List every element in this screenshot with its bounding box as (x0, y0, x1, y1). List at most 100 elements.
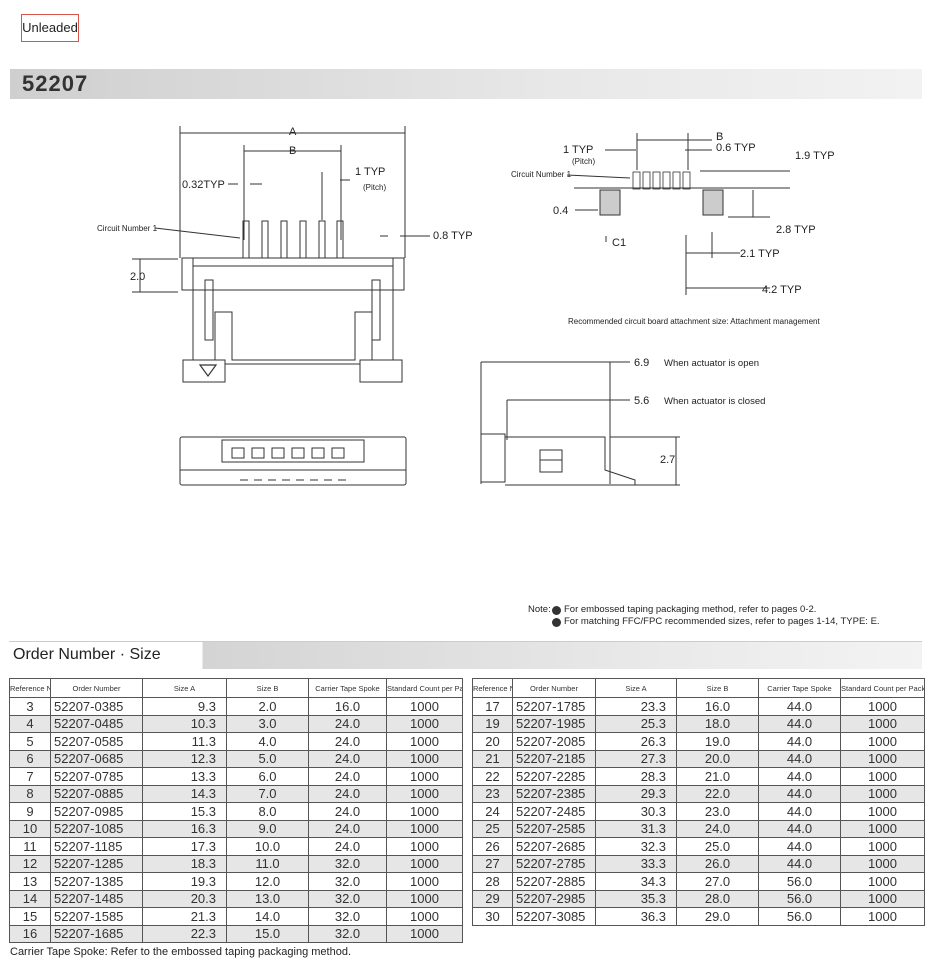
dim-56-label: 5.6 (634, 395, 649, 407)
table-cell: 52207-2285 (512, 767, 596, 786)
table-cell: 44.0 (758, 714, 841, 733)
rp-21-label: 2.1 TYP (740, 248, 780, 260)
table-cell: 3 (9, 697, 51, 716)
table-cell: 9 (9, 802, 51, 821)
table-cell: 52207-0485 (50, 714, 143, 733)
series-title-bar: 52207 (10, 69, 922, 99)
table-cell: 29.0 (676, 907, 759, 926)
table-cell: 11.0 (226, 854, 309, 873)
table-cell: 1000 (840, 732, 925, 751)
table-cell: 9.3 (142, 697, 227, 716)
table-cell: 52207-1185 (50, 837, 143, 856)
table-cell: 44.0 (758, 767, 841, 786)
table-cell: 1000 (386, 767, 463, 786)
table-cell: 1000 (386, 837, 463, 856)
note-item: For matching FFC/FPC recommended sizes, … (564, 616, 880, 627)
table-cell: 22 (472, 767, 513, 786)
rp-1typ-label: 1 TYP (563, 144, 593, 156)
table-cell: 20.3 (142, 889, 227, 908)
table-cell: 32.0 (308, 889, 387, 908)
table-cell: 56.0 (758, 889, 841, 908)
table-cell: 8.0 (226, 802, 309, 821)
table-cell: 17 (472, 697, 513, 716)
column-header: Standard Count per Package (386, 678, 463, 698)
column-header: Size A (142, 678, 227, 698)
table-cell: 12.3 (142, 749, 227, 768)
table-cell: 52207-2885 (512, 872, 596, 891)
dim-27-label: 2.7 (660, 454, 675, 466)
table-cell: 6 (9, 749, 51, 768)
dim-a-label: A (289, 126, 297, 138)
column-header: Reference Number (472, 678, 513, 698)
dim-20-label: 2.0 (130, 271, 145, 283)
table-cell: 15.3 (142, 802, 227, 821)
table-cell: 20.0 (676, 749, 759, 768)
rp-caption: Recommended circuit board attachment siz… (568, 317, 820, 326)
table-cell: 44.0 (758, 749, 841, 768)
side-view-drawing (480, 361, 680, 486)
note-item: For embossed taping packaging method, re… (564, 604, 817, 615)
rp-circuit-number-label: Circuit Number 1 (511, 170, 572, 179)
circuit-number-label: Circuit Number 1 (97, 224, 158, 233)
table-cell: 24.0 (308, 784, 387, 803)
table-cell: 28.0 (676, 889, 759, 908)
table-cell: 1000 (840, 907, 925, 926)
rp-28-label: 2.8 TYP (776, 224, 816, 236)
rp-04-label: 0.4 (553, 205, 568, 217)
table-cell: 32.0 (308, 907, 387, 926)
table-cell: 1000 (386, 924, 463, 943)
column-header: Size B (676, 678, 759, 698)
dim-1typ-label: 1 TYP (355, 166, 385, 178)
table-cell: 21.0 (676, 767, 759, 786)
table-cell: 52207-2185 (512, 749, 596, 768)
table-cell: 1000 (840, 854, 925, 873)
table-cell: 7.0 (226, 784, 309, 803)
section-title: Order Number · Size (13, 646, 161, 663)
table-cell: 6.0 (226, 767, 309, 786)
table-cell: 1000 (840, 784, 925, 803)
table-cell: 56.0 (758, 872, 841, 891)
rp-c1-label: C1 (612, 237, 626, 249)
rp-pitch-label: (Pitch) (572, 157, 595, 166)
table-cell: 52207-2685 (512, 837, 596, 856)
column-header: Standard Count per Package (840, 678, 925, 698)
table-cell: 23.0 (676, 802, 759, 821)
table-cell: 21 (472, 749, 513, 768)
table-cell: 1000 (386, 819, 463, 838)
note-label: Note: (528, 604, 551, 615)
table-cell: 29.3 (595, 784, 677, 803)
table-cell: 52207-1585 (50, 907, 143, 926)
note-block: Note: For embossed taping packaging meth… (528, 604, 880, 628)
column-header: Order Number (512, 678, 596, 698)
table-cell: 29 (472, 889, 513, 908)
technical-drawing: A B 0.32TYP 1 TYP (Pitch) Circuit Number… (97, 126, 835, 486)
table-cell: 18.0 (676, 714, 759, 733)
table-cell: 13.3 (142, 767, 227, 786)
top-view-drawing (132, 126, 430, 383)
dim-b-label: B (289, 145, 296, 157)
table-cell: 1000 (840, 889, 925, 908)
table-cell: 52207-0785 (50, 767, 143, 786)
table-cell: 52207-2785 (512, 854, 596, 873)
table-cell: 3.0 (226, 714, 309, 733)
table-cell: 31.3 (595, 819, 677, 838)
table-cell: 10 (9, 819, 51, 838)
table-cell: 11 (9, 837, 51, 856)
rp-06-label: 0.6 TYP (716, 142, 756, 154)
actuator-open-label: When actuator is open (664, 358, 759, 369)
table-cell: 12.0 (226, 872, 309, 891)
table-cell: 1000 (840, 767, 925, 786)
